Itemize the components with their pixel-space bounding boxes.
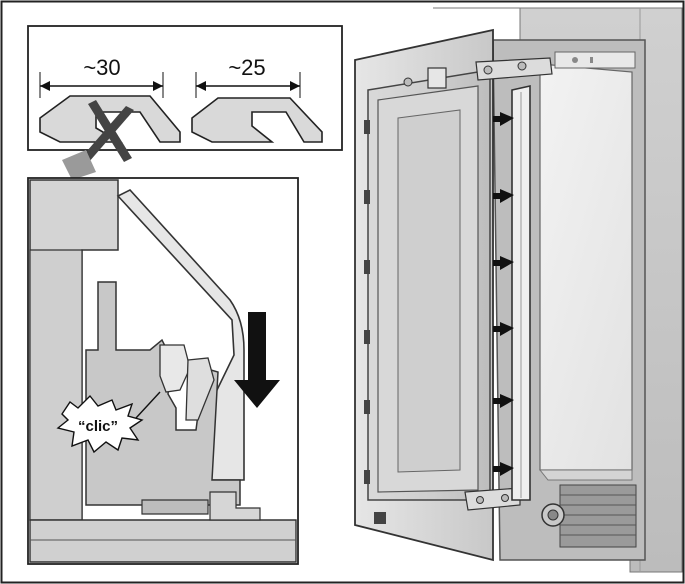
clip-detail-panel: “clic” bbox=[27, 177, 299, 565]
door-edge-clips bbox=[364, 120, 370, 484]
profile-right bbox=[191, 97, 323, 143]
profile-wrong bbox=[39, 95, 181, 143]
bottom-hinge bbox=[464, 487, 521, 511]
profile-comparison-panel: ~30 ~25 bbox=[27, 25, 343, 180]
dimension-label-25: ~25 bbox=[228, 55, 265, 80]
clic-label: “clic” bbox=[78, 418, 118, 435]
dimension-label-30: ~30 bbox=[83, 55, 120, 80]
push-arrows bbox=[493, 112, 514, 476]
control-strip bbox=[554, 51, 636, 69]
vent-grille bbox=[541, 484, 637, 548]
top-hinge bbox=[403, 57, 553, 89]
dimension-right: ~25 bbox=[195, 55, 301, 98]
clip-body bbox=[85, 281, 241, 506]
cabinet-scene bbox=[354, 7, 683, 573]
dimension-wrong: ~30 bbox=[39, 55, 164, 98]
clic-sound-callout: “clic” bbox=[56, 391, 161, 454]
wrong-cross-icon bbox=[62, 100, 134, 180]
press-down-arrow-icon bbox=[234, 312, 280, 408]
